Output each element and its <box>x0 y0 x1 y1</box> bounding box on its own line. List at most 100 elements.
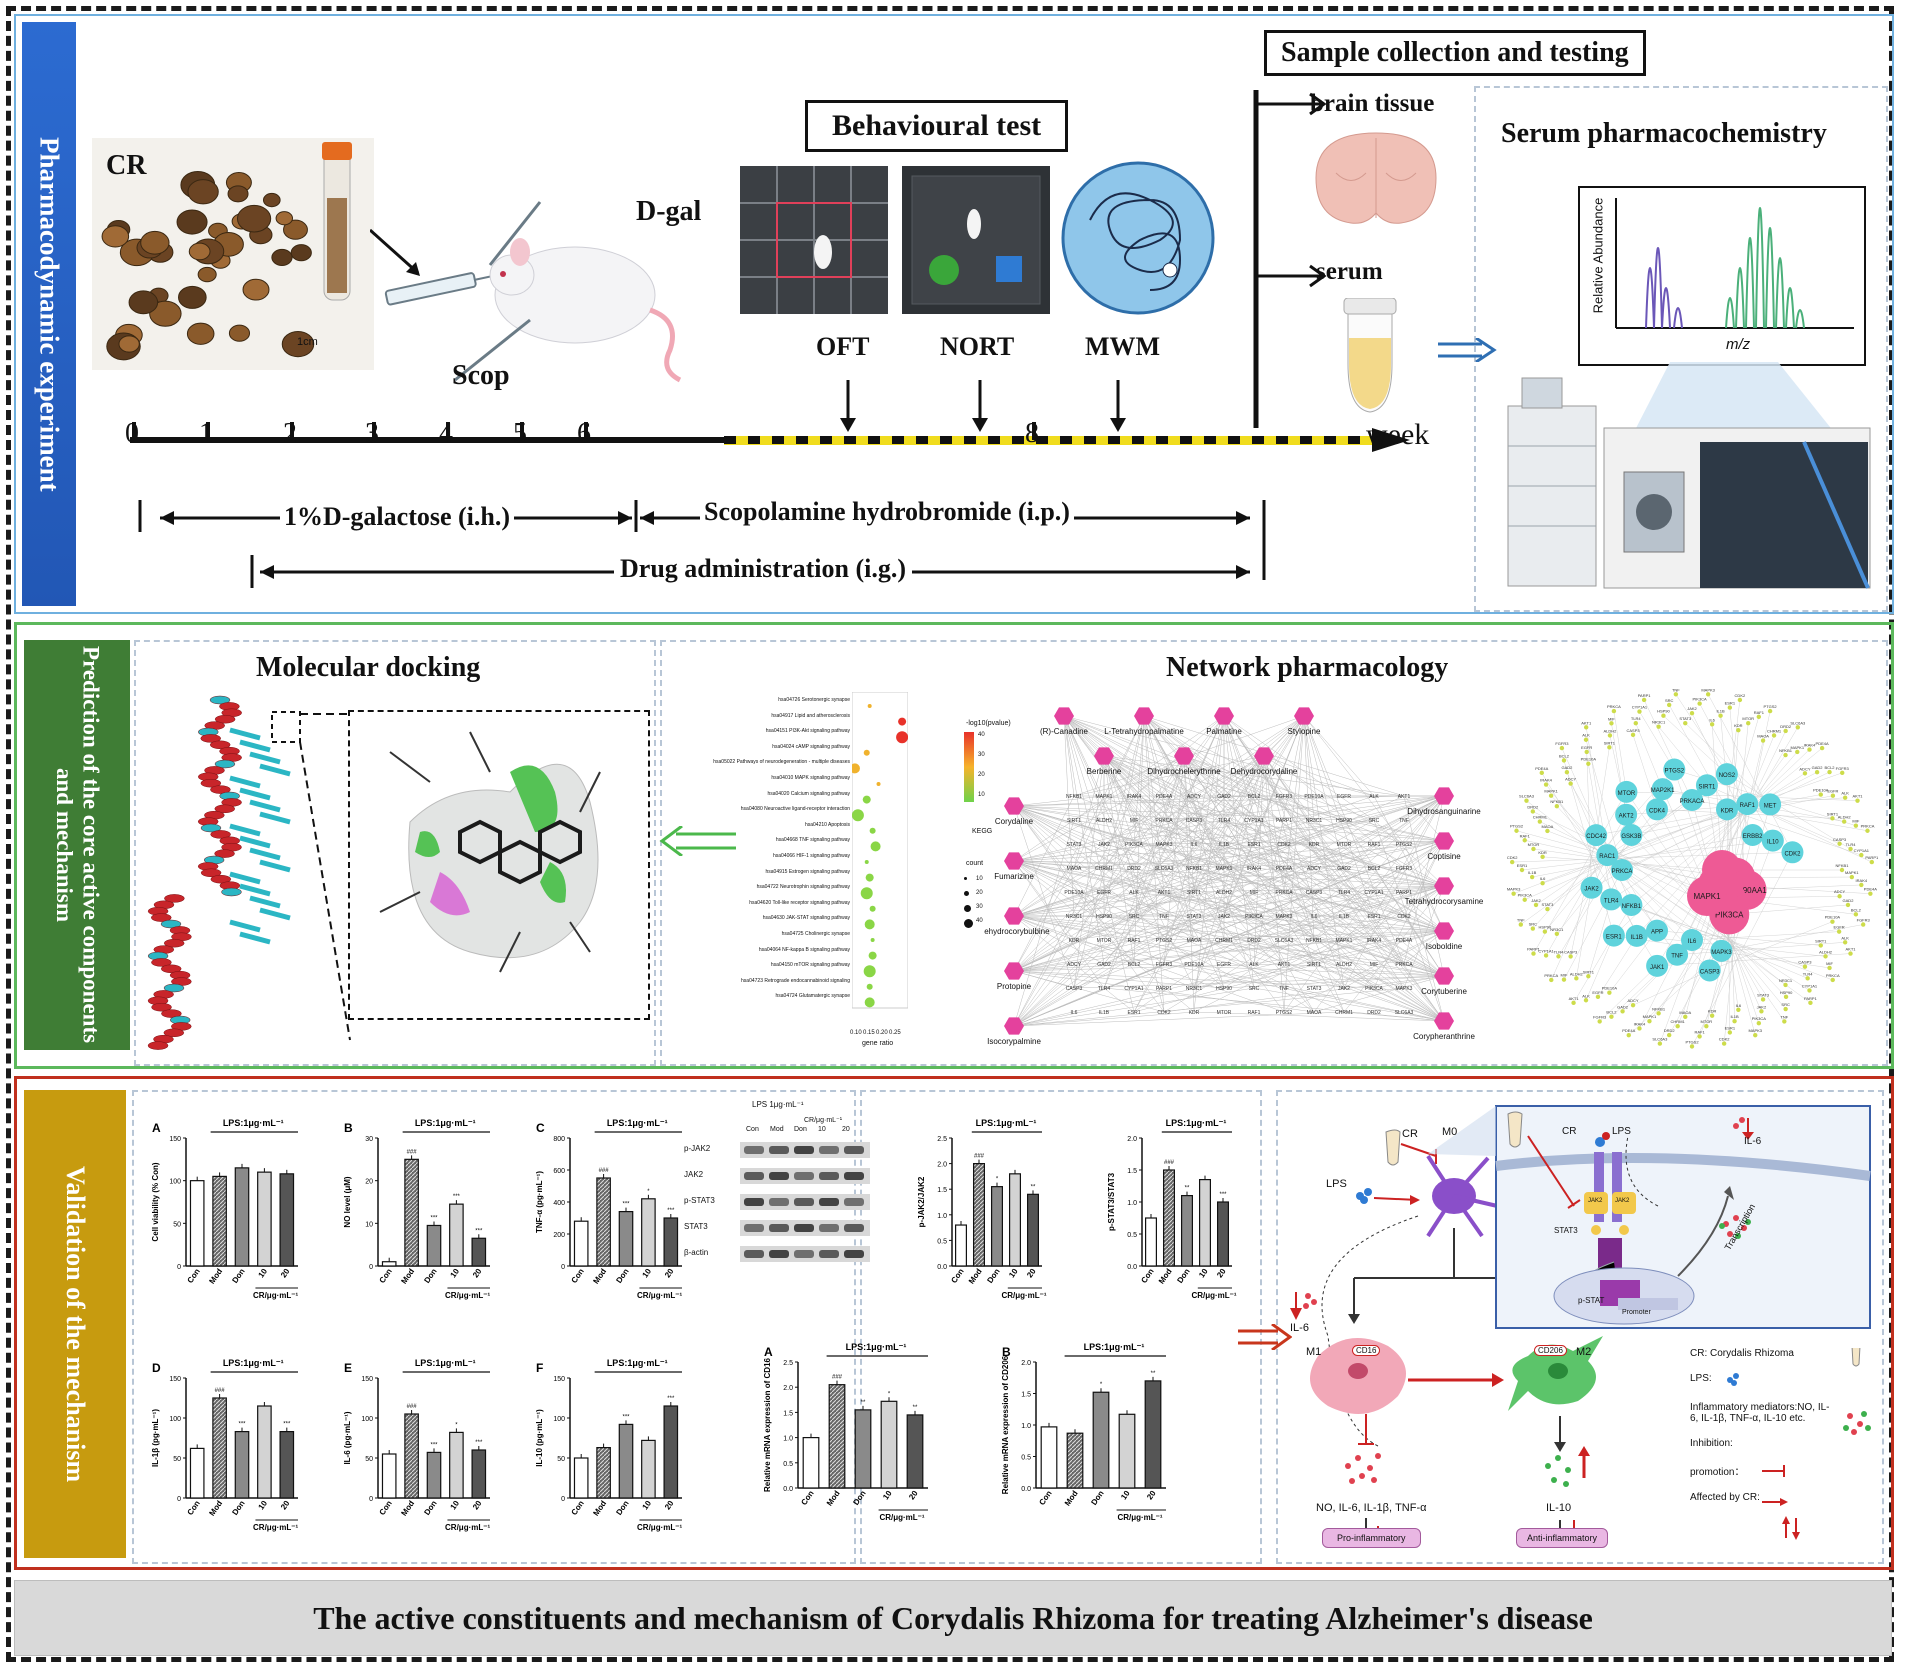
legend-cr: CR: Corydalis Rhizoma <box>1690 1348 1794 1359</box>
ppi-outer-node <box>1540 854 1545 860</box>
ppi-outer-node <box>1709 1013 1715 1018</box>
ppi-outer-node <box>1767 708 1773 714</box>
ppi-outer-label: SRC <box>1665 698 1674 703</box>
ms-xlabel: m/z <box>1726 336 1751 353</box>
legend-mediators: Inflammatory mediators:NO, IL-6, IL-1β, … <box>1690 1402 1830 1424</box>
ppi-outer-node <box>1586 974 1591 979</box>
ppi-outer-node <box>1736 727 1741 733</box>
ppi-outer-label: TLR4 <box>1803 971 1814 976</box>
network-edge <box>1063 715 1285 893</box>
ppi-hub-label: IL10 <box>1767 840 1779 846</box>
beta-strand <box>239 739 271 753</box>
blot-band <box>844 1146 864 1154</box>
ppi-edge <box>1632 970 1710 1006</box>
ppi-outer-node <box>1511 891 1516 896</box>
kegg-term: hsa04630 JAK-STAT signaling pathway <box>762 915 850 922</box>
oft-arena <box>740 166 888 314</box>
network-edge <box>1133 795 1445 1022</box>
network-edge <box>1263 755 1315 821</box>
network-edge <box>1193 755 1265 869</box>
ppi-outer-label: CDK2 <box>1507 855 1518 860</box>
gene-node: PTGS2 <box>1156 938 1173 944</box>
gene-node: MAPK3 <box>1276 914 1293 920</box>
ppi-outer-label: IRAK4 <box>1856 878 1868 883</box>
network-edge <box>1103 715 1145 797</box>
network-edge <box>1163 975 1445 1013</box>
network-edge <box>1013 1011 1195 1027</box>
ppi-hub-node <box>1681 789 1703 811</box>
mwm-pool <box>1060 160 1216 316</box>
cr-piece <box>140 230 170 255</box>
ppi-outer-node <box>1860 922 1866 927</box>
ppi-edge <box>1563 869 1623 980</box>
gene-node: BCL2 <box>1248 794 1261 800</box>
cell-promoter: Promoter <box>1622 1309 1651 1316</box>
ppi-outer-node <box>1842 795 1848 800</box>
ppi-hub-label: NOS2 <box>1719 773 1736 779</box>
network-edge <box>1263 755 1375 797</box>
network-edge <box>1103 795 1445 965</box>
sample-title: Sample collection and testing <box>1264 30 1646 76</box>
ppi-outer-label: RAF1 <box>1520 833 1531 838</box>
blot-band <box>744 1250 764 1258</box>
network-edge <box>1013 843 1315 1027</box>
helix-segment <box>160 964 182 974</box>
ppi-outer-label: PDE4A <box>1535 766 1548 771</box>
ppi-edge <box>1513 803 1748 894</box>
network-edge <box>1013 860 1345 893</box>
gene-node: IL6 <box>1311 914 1318 920</box>
ppi-outer-label: KDR <box>1734 723 1743 728</box>
network-edge <box>1303 715 1405 965</box>
prediction-side-label: Prediction of the core active components… <box>52 646 104 1044</box>
ppi-hub-node <box>1600 888 1623 911</box>
network-edge <box>1303 715 1315 941</box>
ppi-hub-label: NFKB1 <box>1622 904 1642 910</box>
network-edge <box>1373 975 1445 989</box>
network-edge <box>1013 939 1195 972</box>
network-edge <box>1193 715 1305 869</box>
network-edge <box>1313 843 1445 1022</box>
helix-segment <box>200 823 222 833</box>
ppi-edge <box>1533 848 1736 878</box>
mech-m1: M1 <box>1306 1346 1322 1358</box>
network-edge <box>1063 715 1405 845</box>
network-edge <box>1013 843 1165 1027</box>
ppi-outer-label: PDE10A <box>1825 915 1841 920</box>
network-edge <box>1373 819 1445 1022</box>
kegg-xtick: 0.10 <box>850 1030 862 1036</box>
kegg-term: hsa04064 NF-kappa B signaling pathway <box>758 946 850 953</box>
network-edge <box>1133 930 1445 1013</box>
ppi-edge <box>1613 749 1810 936</box>
network-edge <box>1073 755 1105 989</box>
compound-label: Corydaline <box>995 817 1034 826</box>
ppi-outer-node <box>1583 737 1589 742</box>
ppi-outer-node <box>1519 867 1525 873</box>
ppi-outer-label: NFKB1 <box>1652 1006 1666 1011</box>
network-edge <box>1013 843 1315 862</box>
kegg-dot <box>868 951 877 960</box>
network-edge <box>1073 975 1445 989</box>
ppi-outer-node <box>1656 1011 1661 1016</box>
network-edge <box>1013 819 1075 862</box>
kegg-term: hsa04725 Cholinergic synapse <box>781 931 850 937</box>
ppi-outer-node <box>1666 1032 1672 1038</box>
ppi-hub-label: MAPK1 <box>1693 892 1721 901</box>
kegg-term: hsa04020 Calcium signaling pathway <box>767 790 850 797</box>
network-edge <box>1013 795 1135 1027</box>
network-edge <box>1133 715 1225 917</box>
ppi-outer-label: ADCY <box>1834 889 1845 894</box>
network-edge <box>1103 885 1445 989</box>
network-edge <box>1313 963 1445 1022</box>
ppi-edge <box>1669 704 1728 810</box>
ppi-outer-label: MAPK3 <box>1507 887 1521 892</box>
network-edge <box>1403 795 1445 977</box>
gene-node: CASP3 <box>1066 986 1083 992</box>
network-edge <box>1073 715 1225 941</box>
network-edge <box>1403 840 1445 917</box>
ppi-edge <box>1585 935 1615 1001</box>
ppi-outer-label: ALDH2 <box>1570 971 1584 976</box>
gene-node: PDE4A <box>1156 794 1173 800</box>
ppi-outer-label: CASP3 <box>1564 949 1578 954</box>
gene-node: PARP1 <box>1396 890 1412 896</box>
